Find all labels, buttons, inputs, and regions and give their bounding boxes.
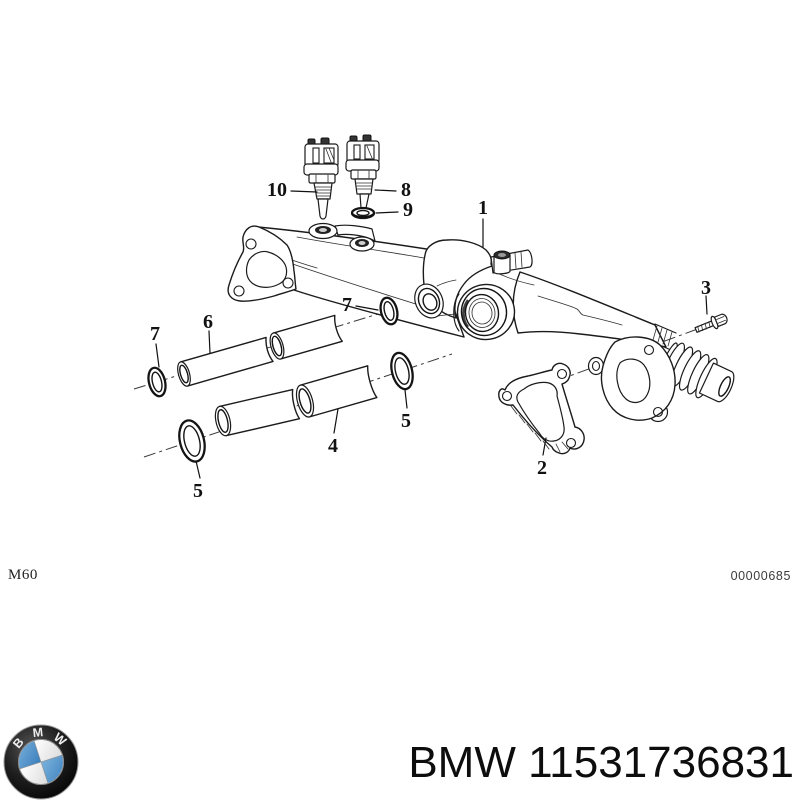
pipe-4 <box>214 365 378 437</box>
coolant-pipe-housing <box>227 222 735 423</box>
engine-code: M60 <box>8 567 38 583</box>
callout-6: 6 <box>203 311 213 333</box>
temperature-sensor-8 <box>345 134 380 211</box>
callout-8: 8 <box>401 179 411 201</box>
o-ring-7-left <box>147 366 167 398</box>
bolt <box>694 313 728 333</box>
temperature-sensor-10 <box>303 137 339 220</box>
pipe-6 <box>177 314 343 387</box>
sensor-bosses <box>308 222 376 252</box>
callout-3: 3 <box>701 277 711 299</box>
o-ring-5-right <box>390 351 414 391</box>
side-port <box>414 279 460 319</box>
callout-leaders <box>155 189 708 479</box>
bmw-logo-quadrants <box>19 740 63 784</box>
lower-flange <box>587 336 676 423</box>
logo-letter-m: M <box>32 725 44 740</box>
bmw-logo: B M W <box>3 724 79 800</box>
callout-9: 9 <box>403 199 413 221</box>
gasket-hatching <box>510 405 569 453</box>
hose-fitting <box>658 342 735 403</box>
part-number-label: BMW 11531736831 <box>408 738 794 787</box>
callout-labels: 10 8 9 1 3 7 6 7 5 4 5 2 <box>150 179 711 502</box>
callout-7-right: 7 <box>342 294 352 316</box>
nipple-cap <box>493 250 511 275</box>
sealing-washer <box>350 206 376 220</box>
callout-5-right: 5 <box>401 410 411 432</box>
front-opening <box>453 283 516 341</box>
left-flange <box>227 225 297 302</box>
gasket <box>498 362 585 455</box>
o-ring-7-right <box>379 296 399 326</box>
callout-10: 10 <box>267 179 287 201</box>
callout-2: 2 <box>537 457 547 479</box>
callout-4: 4 <box>328 435 338 457</box>
callout-7-left: 7 <box>150 323 160 345</box>
image-code: 00000685 <box>731 569 791 583</box>
callout-1: 1 <box>478 197 488 219</box>
callout-5-left: 5 <box>193 480 203 502</box>
o-ring-5-left <box>178 419 206 463</box>
